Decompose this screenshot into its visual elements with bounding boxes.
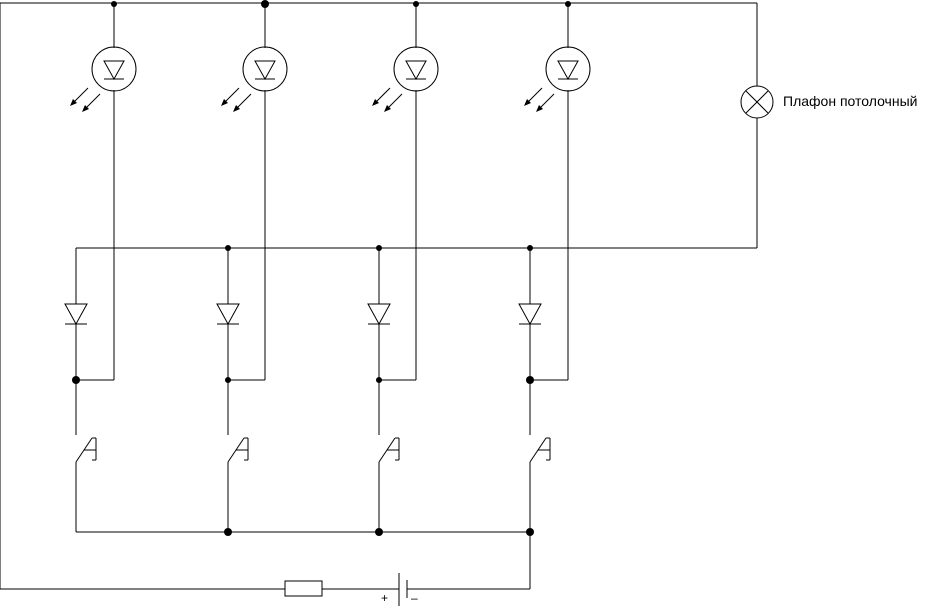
diode-3	[367, 303, 391, 326]
light-emission-arrows	[524, 87, 555, 112]
led-4	[524, 46, 591, 112]
led-3	[372, 46, 439, 112]
diode-4	[518, 303, 542, 326]
fuse	[284, 580, 323, 597]
battery-plus-label: +	[381, 591, 388, 605]
switch-1	[75, 437, 97, 463]
ceiling-lamp	[740, 85, 774, 119]
wiring	[0, 2, 758, 590]
ceiling-lamp-label: Плафон потолочный	[783, 93, 917, 109]
battery	[398, 573, 408, 606]
light-emission-arrows	[70, 87, 101, 112]
diode-1	[64, 303, 88, 326]
light-emission-arrows	[372, 87, 403, 112]
switch-3	[378, 437, 400, 463]
led-2	[221, 46, 288, 112]
diode-2	[216, 303, 240, 326]
led-1	[70, 46, 137, 112]
battery-minus-label: –	[411, 591, 418, 605]
switch-2	[227, 437, 249, 463]
junction-dots	[72, 0, 571, 536]
light-emission-arrows	[221, 87, 252, 112]
switch-4	[529, 437, 551, 463]
